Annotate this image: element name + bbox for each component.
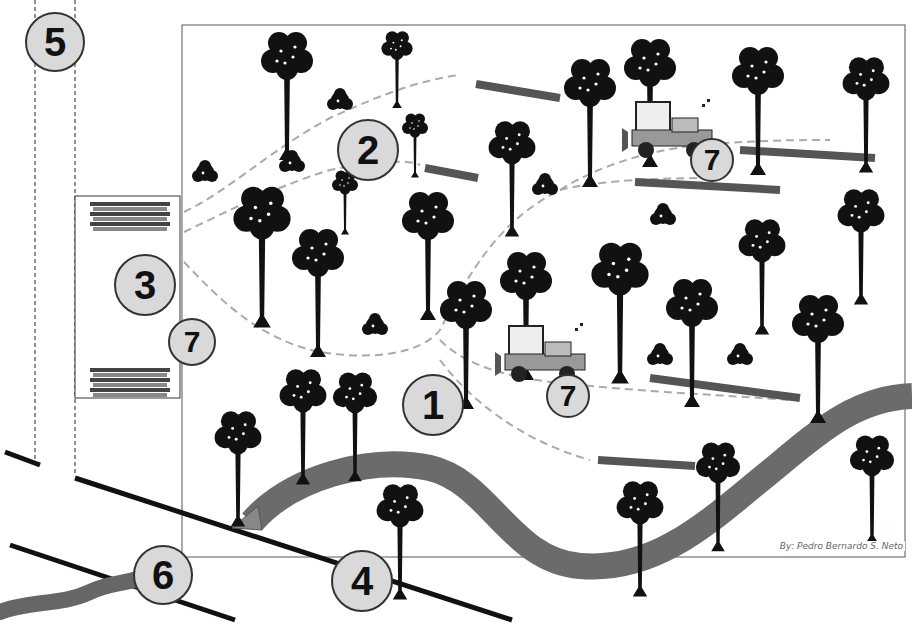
tree [666,279,718,407]
tree [261,32,313,160]
tree [564,59,616,187]
felled-crown [192,160,218,182]
trees [192,31,894,599]
tree [402,114,428,178]
callout-number: 7 [546,374,590,418]
tree [850,435,894,544]
callout-label: 7 [704,145,721,175]
callout-number: 2 [337,119,399,181]
tree [792,295,844,423]
tree [617,481,664,596]
tree [280,369,327,484]
callout-label: 4 [351,561,373,601]
callout-number: 4 [331,550,393,612]
felled-crown [647,343,673,365]
tree [732,47,784,175]
callout-label: 5 [44,22,66,62]
callout-number: 6 [133,545,193,605]
tree [215,411,262,526]
log-stack [90,202,170,206]
log-stack [93,373,167,377]
felled-crown [279,150,305,172]
callout-label: 1 [422,385,444,425]
log-stack [90,222,170,226]
callout-number: 1 [402,374,464,436]
log-stack [93,227,167,231]
callout-number: 5 [25,12,85,72]
log-stack [90,368,170,372]
callout-number: 3 [114,254,176,316]
callout-label: 7 [560,381,577,411]
log-deck [75,196,180,398]
author-signature: By: Pedro Bernardo S. Neto [778,541,905,551]
tree [332,171,358,235]
log-stack [90,388,170,392]
tree [843,57,890,172]
tree [233,187,290,328]
tree [292,229,344,357]
skidders [495,99,712,382]
tree [838,189,885,304]
tree [333,372,377,481]
felled-crown [362,313,388,335]
tree [739,219,786,334]
log-stack [93,217,167,221]
log-stack [93,207,167,211]
tree [624,39,676,167]
log-stack [90,378,170,382]
tree [696,442,740,551]
tree [381,31,412,108]
skidder [495,323,585,382]
felled-crown [532,173,558,195]
callout-label: 2 [357,130,379,170]
stream [0,578,140,612]
callout-number: 7 [690,138,734,182]
log-stack [90,212,170,216]
tree [489,121,536,236]
road [5,452,40,465]
callout-label: 7 [184,327,201,357]
log-stack [93,393,167,397]
felled-crown [650,203,676,225]
callout-label: 3 [134,265,156,305]
tree [591,243,648,384]
logs [425,84,875,466]
log-stack [93,383,167,387]
skid-trails [184,75,830,460]
callout-number: 7 [168,318,216,366]
boundary-line [35,0,36,462]
felled-crown [327,88,353,110]
felled-crown [727,343,753,365]
callout-label: 6 [152,555,174,595]
